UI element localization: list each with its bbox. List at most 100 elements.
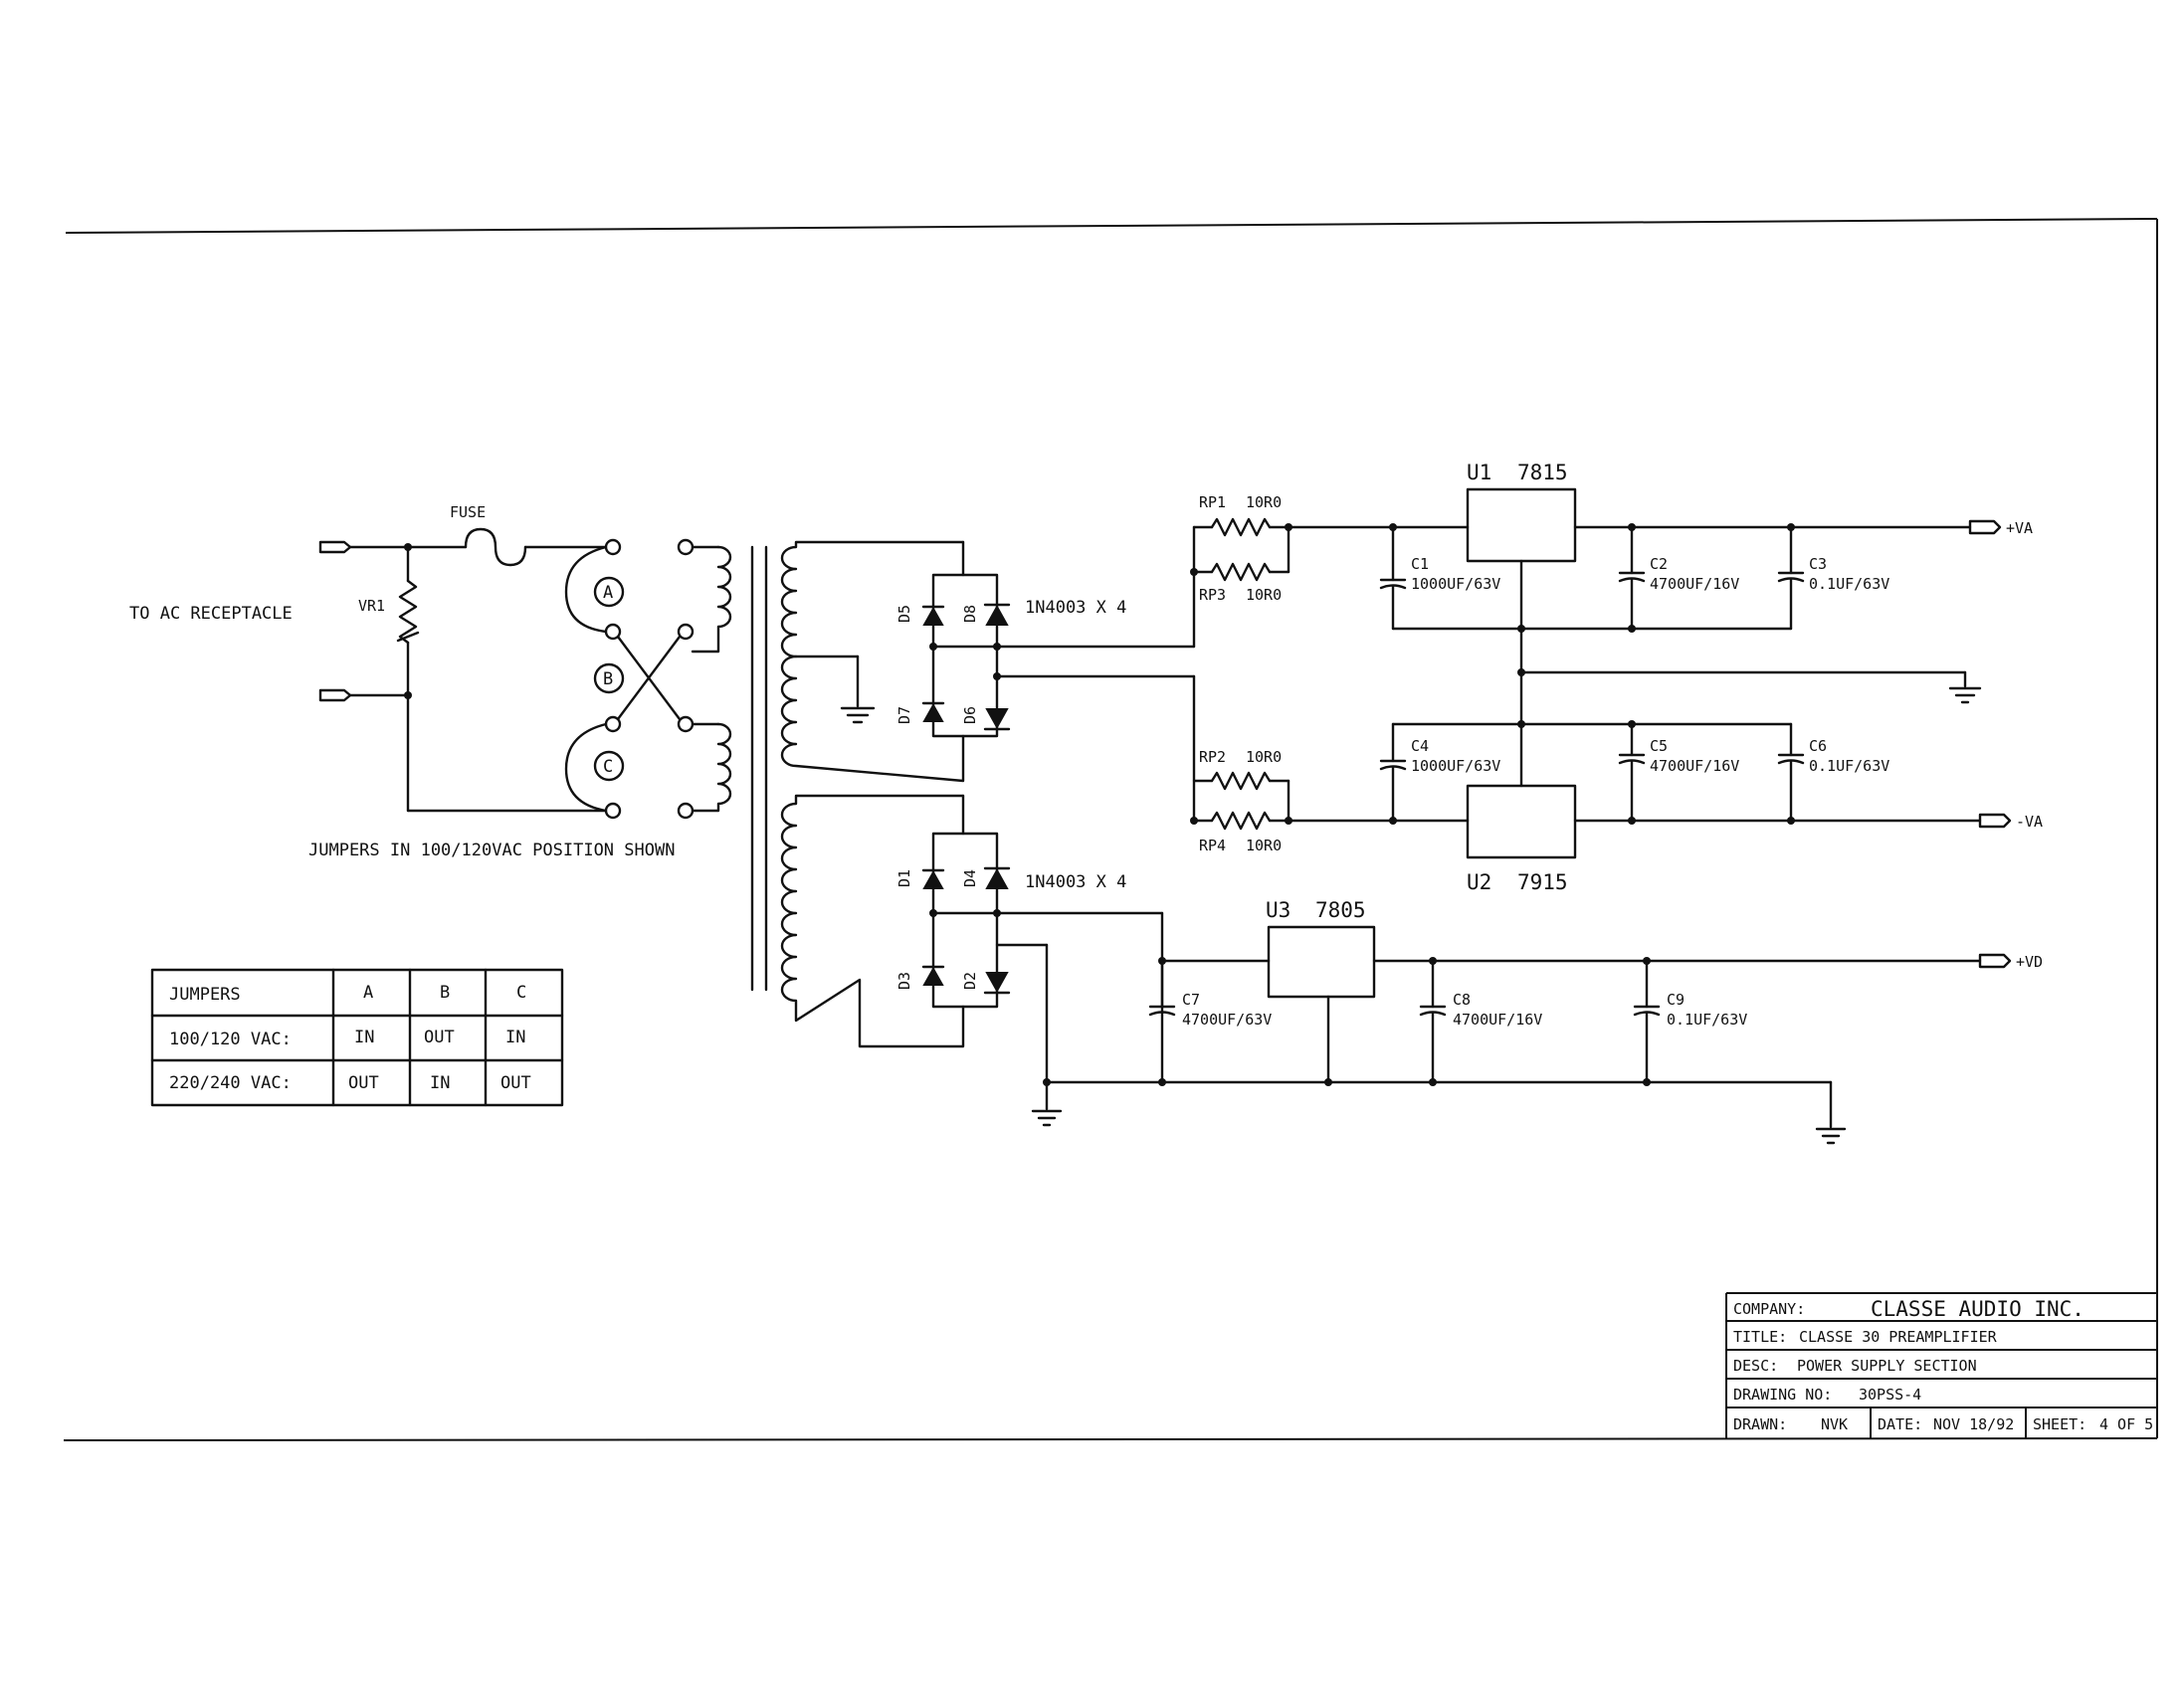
d6-label: D6 (961, 706, 979, 724)
desc-label: DESC: (1733, 1357, 1778, 1375)
secondary-coil-1 (780, 540, 965, 783)
c5-value: 4700UF/16V (1650, 757, 1739, 775)
drawing-frame (63, 218, 2158, 1441)
c7-value: 4700UF/63V (1182, 1011, 1272, 1029)
ac-receptacle-label: TO AC RECEPTACLE (129, 604, 293, 624)
jumper-c-circle (593, 750, 625, 782)
table-row-2-b: IN (430, 1073, 450, 1093)
c3-label: C3 (1809, 555, 1827, 573)
table-header-a: A (363, 983, 373, 1003)
jumper-b-circle (593, 662, 625, 694)
diode-d7 (922, 702, 944, 722)
jumpers-position-note: JUMPERS IN 100/120VAC POSITION SHOWN (308, 841, 675, 860)
d3-label: D3 (895, 972, 913, 990)
rp4-value: 10R0 (1246, 837, 1282, 854)
diode-d1 (922, 869, 944, 889)
d4-label: D4 (961, 869, 979, 887)
table-row-1-c: IN (505, 1028, 525, 1047)
rp4-resistor (1210, 811, 1272, 831)
sheet-number: 4 OF 5 (2099, 1415, 2153, 1433)
analog-regulator-section: RP1 10R0 RP3 10R0 RP2 10R0 RP4 10R0 U1 7… (995, 461, 2043, 894)
c9-value: 0.1UF/63V (1667, 1011, 1747, 1029)
plus-va-connector (1968, 519, 2002, 535)
c6-label: C6 (1809, 737, 1827, 755)
rp2-resistor (1210, 771, 1272, 791)
rp3-resistor (1210, 562, 1272, 582)
u3-regulator (1267, 925, 1376, 999)
date-label: DATE: (1878, 1415, 1922, 1433)
u3-label: U3 (1266, 898, 1291, 922)
rp2-label: RP2 (1199, 748, 1226, 766)
plus-vd-connector (1978, 953, 2012, 969)
digital-regulator-section: U3 7805 C7 4700UF/63V C8 4700UF/16V C9 0… (995, 898, 2043, 1145)
minus-va-connector (1978, 813, 2012, 829)
vr1-label: VR1 (358, 597, 385, 615)
rp3-value: 10R0 (1246, 586, 1282, 604)
bridge-rectifier-2: D1 D4 D3 D2 1N4003 X 4 (895, 832, 1126, 1009)
jumper-c-label: C (603, 757, 613, 777)
c5-label: C5 (1650, 737, 1668, 755)
table-header-c: C (516, 983, 526, 1003)
rp1-label: RP1 (1199, 493, 1226, 511)
rp2-value: 10R0 (1246, 748, 1282, 766)
c8-value: 4700UF/16V (1453, 1011, 1542, 1029)
table-row-1-label: 100/120 VAC: (169, 1030, 292, 1049)
drawing-title: CLASSE 30 PREAMPLIFIER (1799, 1328, 1998, 1346)
c2-label: C2 (1650, 555, 1668, 573)
diode-d6 (985, 708, 1009, 730)
diode-d5 (922, 606, 944, 626)
c7-label: C7 (1182, 991, 1200, 1009)
d2-label: D2 (961, 972, 979, 990)
jumper-a-label: A (603, 583, 613, 603)
primary-coil-top (691, 545, 732, 654)
fuse-label: FUSE (450, 503, 486, 521)
diode-note-2: 1N4003 X 4 (1025, 872, 1126, 892)
u2-part: 7915 (1517, 870, 1568, 894)
jumper-a-arc (564, 545, 608, 634)
jumper-table: JUMPERS A B C 100/120 VAC: IN OUT IN 220… (150, 968, 564, 1107)
drawn-by: NVK (1821, 1415, 1848, 1433)
diode-d4 (985, 867, 1009, 889)
rp1-value: 10R0 (1246, 493, 1282, 511)
diode-d8 (985, 604, 1009, 626)
c1-value: 1000UF/63V (1411, 575, 1500, 593)
primary-jumper-section: A B C JUMPERS IN 100/120VAC POSITION SHO… (308, 538, 732, 860)
table-row-1-b: OUT (424, 1028, 455, 1047)
c8-label: C8 (1453, 991, 1471, 1009)
ac-connector-bottom (318, 688, 352, 702)
jumper-a-circle (593, 576, 625, 608)
c4-value: 1000UF/63V (1411, 757, 1500, 775)
diode-note-1: 1N4003 X 4 (1025, 598, 1126, 618)
u3-part: 7805 (1315, 898, 1366, 922)
rp1-resistor (1210, 517, 1272, 537)
diode-d2 (985, 972, 1009, 994)
bridge-rectifier-1: D5 D8 D7 D6 1N4003 X 4 (895, 573, 1126, 738)
c3-value: 0.1UF/63V (1809, 575, 1889, 593)
c4-label: C4 (1411, 737, 1429, 755)
table-row-2-label: 220/240 VAC: (169, 1073, 292, 1093)
d8-label: D8 (961, 605, 979, 623)
d5-label: D5 (895, 605, 913, 623)
c9-label: C9 (1667, 991, 1685, 1009)
c2-value: 4700UF/16V (1650, 575, 1739, 593)
u2-label: U2 (1467, 870, 1491, 894)
drawing-number: 30PSS-4 (1859, 1386, 1921, 1404)
table-row-2-c: OUT (500, 1073, 531, 1093)
title-block: COMPANY: CLASSE AUDIO INC. TITLE: CLASSE… (1725, 1292, 2157, 1438)
c6-value: 0.1UF/63V (1809, 757, 1889, 775)
jumper-b-label: B (603, 669, 613, 689)
company-name: CLASSE AUDIO INC. (1871, 1297, 2085, 1321)
company-label: COMPANY: (1733, 1300, 1805, 1318)
drawing-date: NOV 18/92 (1933, 1415, 2014, 1433)
table-row-1-a: IN (354, 1028, 374, 1047)
fuse-symbol (464, 527, 527, 567)
jumper-c-arc (564, 722, 608, 813)
ac-connector-top (318, 540, 352, 554)
ac-input-section: TO AC RECEPTACLE FUSE VR1 (129, 503, 607, 813)
table-header-b: B (440, 983, 450, 1003)
u2-regulator (1466, 784, 1577, 859)
u1-regulator (1466, 487, 1577, 563)
sheet-label: SHEET: (2033, 1415, 2086, 1433)
diode-d3 (922, 966, 944, 986)
